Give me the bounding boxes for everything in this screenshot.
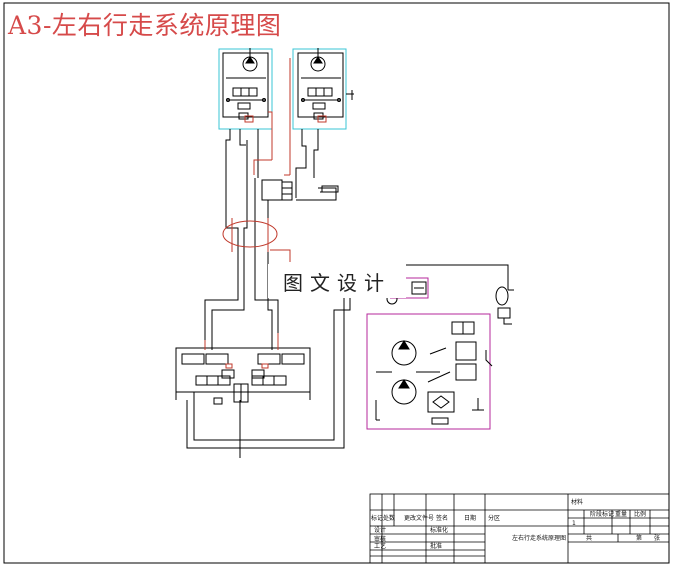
right-directional-valve	[251, 375, 287, 386]
tb-material: 材料	[571, 499, 584, 506]
pilot-lines	[231, 159, 291, 262]
tb-sheet-unit: 张	[654, 535, 661, 542]
accumulator	[495, 286, 514, 325]
right-motor-pilot	[289, 58, 327, 175]
tb-scale-value: 1	[572, 520, 576, 527]
tb-review: 审核	[374, 536, 387, 543]
pump-group	[366, 276, 493, 430]
tb-process: 工艺	[374, 543, 387, 550]
tb-weight: 重量	[615, 511, 628, 518]
pump-group-boundary	[366, 313, 491, 430]
tb-standardization: 标准化	[430, 527, 449, 534]
tb-zone: 分区	[488, 515, 501, 522]
watermark-text: 图文设计	[283, 270, 391, 295]
tb-count: 处数	[383, 515, 396, 522]
tb-scale: 比例	[634, 511, 647, 518]
pressure-switch	[411, 281, 427, 295]
tb-signature: 签名	[436, 515, 449, 522]
tb-design: 设计	[374, 527, 387, 534]
left-travel-motor	[218, 48, 273, 178]
right-travel-motor	[292, 48, 354, 130]
tb-drawing-name: 左右行走系统原理图	[512, 535, 567, 542]
title-block	[369, 493, 670, 564]
tb-doc-no: 更改文件号	[404, 515, 435, 522]
left-motor-valve	[232, 87, 258, 97]
drawing-title: A3-左右行走系统原理图	[8, 11, 282, 40]
tb-stage-mark: 阶段标记	[590, 511, 615, 518]
tb-date: 日期	[464, 515, 477, 522]
tb-sheet-no: 第	[636, 535, 643, 542]
tb-sheets-total: 共	[586, 535, 593, 542]
valve-pilot-marks	[204, 333, 279, 369]
multiway-control-valve	[175, 347, 311, 405]
center-swivel-joint	[222, 220, 278, 248]
shuttle-valve-block	[281, 181, 339, 201]
pump-filter	[427, 391, 455, 413]
watermark-banner: 图文设计	[268, 264, 406, 298]
left-motor-boundary	[218, 48, 273, 130]
tb-approve: 批准	[430, 543, 443, 550]
tb-mark: 标记	[371, 515, 384, 522]
left-directional-valve	[195, 375, 231, 386]
left-motor-pilot	[244, 111, 273, 160]
outer-frame	[3, 2, 670, 564]
right-motor-boundary	[292, 48, 347, 130]
right-motor-valve	[307, 87, 333, 97]
